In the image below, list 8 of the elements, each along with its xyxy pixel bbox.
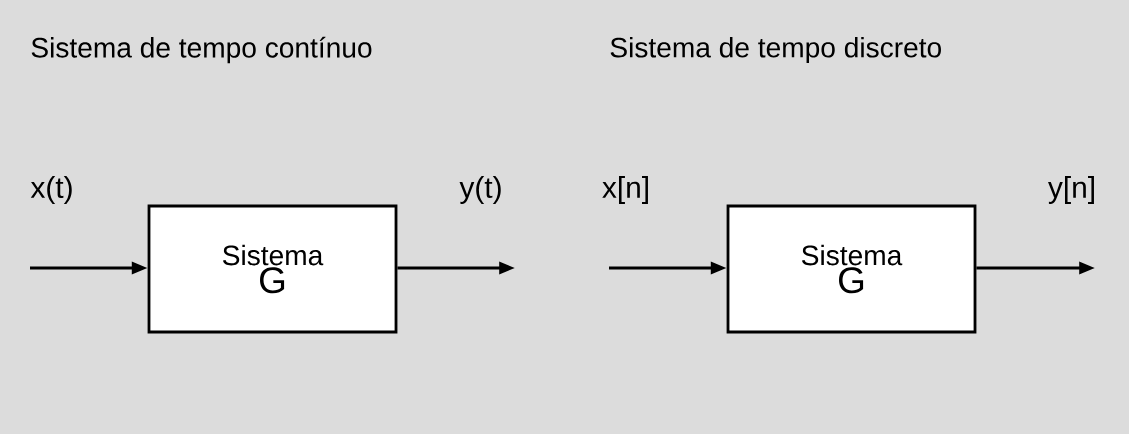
system-box: Sistema G: [726, 204, 977, 334]
signal-label: x(t): [28, 174, 76, 206]
signal-label: y[n]: [1046, 174, 1098, 206]
system-box: Sistema G: [147, 204, 398, 334]
heading: Sistema de tempo contínuo: [31, 36, 372, 64]
signal-label: x[n]: [600, 174, 652, 206]
heading: Sistema de tempo discreto: [610, 36, 941, 64]
signal-label: y(t): [457, 174, 505, 206]
